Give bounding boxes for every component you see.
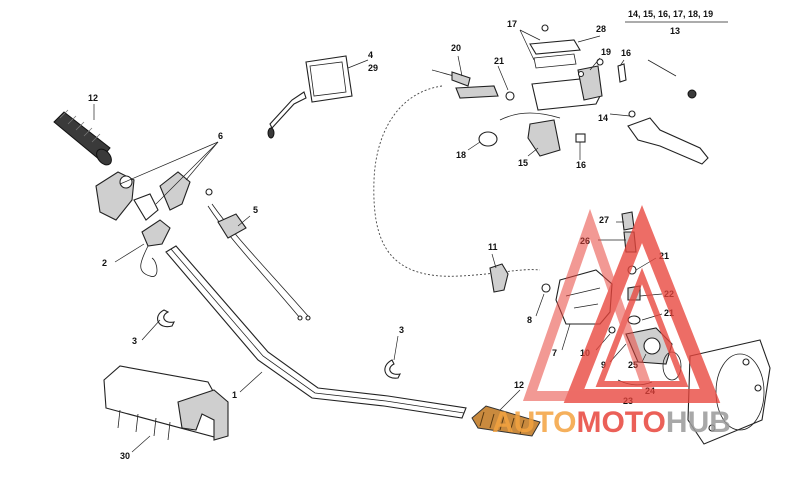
throttle-cables [207,203,311,321]
callout-29: 29 [368,63,378,73]
callout-16-top: 16 [621,48,631,58]
callout-20: 20 [451,43,461,53]
left-switch-housing [95,171,213,221]
callout-11: 11 [488,242,498,252]
callout-21-low: 21 [664,308,674,318]
callout-8: 8 [527,315,532,325]
callout-21-mid: 21 [659,251,669,261]
callout-17: 17 [507,19,517,29]
header-part-list: 14, 15, 16, 17, 18, 19 [628,9,713,19]
handlebar-cover [103,365,229,441]
callout-3-right: 3 [399,325,404,335]
callout-12-right: 12 [514,380,524,390]
callout-6: 6 [218,131,223,141]
callout-7: 7 [552,348,557,358]
callout-28: 28 [596,24,606,34]
callout-1: 1 [232,390,237,400]
callout-9: 9 [601,360,606,370]
callout-30: 30 [120,451,130,461]
callout-18: 18 [456,150,466,160]
cable-bracket [489,263,509,293]
callout-19: 19 [601,47,611,57]
banjo-bolt [431,69,515,101]
callout-15: 15 [518,158,528,168]
callout-12-left: 12 [88,93,98,103]
callout-14: 14 [598,113,608,123]
brake-lever [617,59,709,165]
clutch-cable-route [373,85,541,277]
watermark-text: AUTOMOTOHUB [492,406,731,439]
circlip-right [384,359,401,379]
callout-5: 5 [253,205,258,215]
circlip-left [157,309,175,328]
callout-27: 27 [599,215,609,225]
choke-switch [140,219,171,277]
right-grip [471,405,541,437]
callout-25: 25 [628,360,638,370]
callout-2: 2 [102,258,107,268]
left-grip [53,109,112,166]
callout-21-top: 21 [494,56,504,66]
watermark-logo [522,204,721,403]
callout-3-left: 3 [132,336,137,346]
header-assembly-number: 13 [670,26,680,36]
rear-view-mirror [267,55,353,139]
callout-4: 4 [368,50,373,60]
callout-16-bottom: 16 [576,160,586,170]
handlebar [165,245,467,419]
master-cylinder-assembly [478,24,604,157]
